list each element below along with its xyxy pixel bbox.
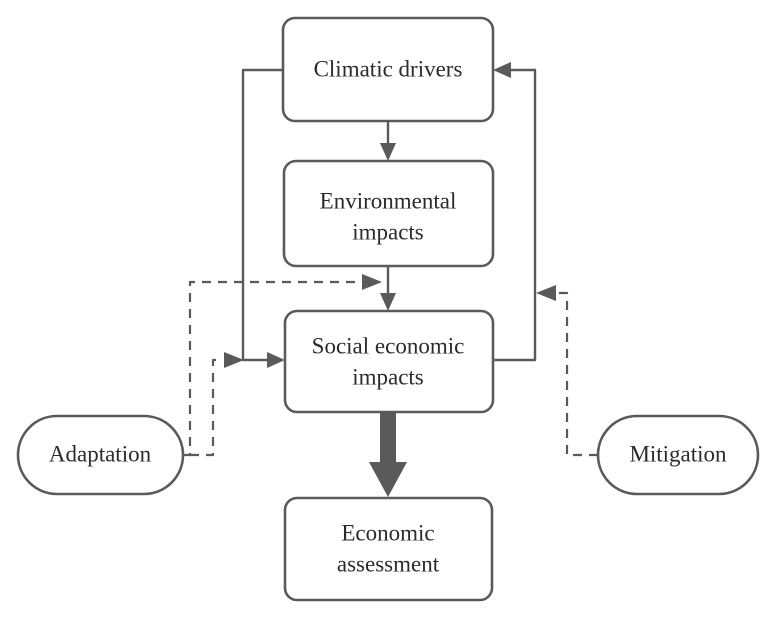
edge-line: [241, 68, 283, 362]
node-mitigation-label: Mitigation: [629, 441, 727, 466]
node-economic-assessment-label-line1: Economic: [341, 520, 434, 545]
edge-line: [190, 358, 222, 457]
node-environmental-impacts-shape[interactable]: [282, 159, 495, 268]
arrow-head-left-icon: [493, 62, 511, 78]
arrow-head-left-icon: [536, 285, 556, 301]
node-mitigation[interactable]: Mitigation: [596, 414, 760, 496]
node-adaptation-shape[interactable]: [16, 414, 185, 496]
arrow-head-down-icon: [380, 293, 396, 311]
edge-climatic-to-environmental: [380, 121, 396, 161]
edge-line: [183, 280, 360, 457]
node-social-economic-impacts-label-line2: impacts: [352, 364, 424, 389]
node-social-economic-impacts-shape[interactable]: [283, 309, 495, 414]
node-climatic-drivers-label: Climatic drivers: [314, 56, 463, 81]
node-environmental-impacts-label-line1: Environmental: [320, 188, 457, 213]
arrow-head-right-icon: [362, 274, 382, 290]
edge-social-to-climatic-right-feedback: [493, 62, 537, 362]
node-economic-assessment-shape[interactable]: [283, 496, 494, 602]
node-mitigation-shape[interactable]: [596, 414, 760, 496]
node-environmental-impacts[interactable]: Environmental impacts: [282, 159, 495, 268]
edge-climatic-to-social-left-bypass: [241, 68, 285, 368]
node-social-economic-impacts-label-line1: Social economic: [312, 333, 465, 358]
edge-line: [558, 291, 598, 457]
edge-mitigation-to-feedback-line: [536, 285, 598, 457]
arrow-head-right-icon: [224, 352, 244, 368]
node-economic-assessment-label-line2: assessment: [337, 551, 440, 576]
node-social-economic-impacts[interactable]: Social economic impacts: [283, 309, 495, 414]
node-economic-assessment[interactable]: Economic assessment: [283, 496, 494, 602]
node-climatic-drivers-shape[interactable]: [281, 16, 495, 123]
arrow-head-down-icon: [380, 143, 396, 161]
edge-adaptation-to-environmental-social-link: [183, 274, 382, 457]
edge-adaptation-to-social: [190, 352, 244, 457]
edge-social-to-economic-assessment: [369, 412, 407, 497]
arrow-head-right-icon: [267, 352, 285, 368]
edge-line: [493, 68, 537, 362]
node-climatic-drivers[interactable]: Climatic drivers: [281, 16, 495, 123]
edge-environmental-to-social: [380, 266, 396, 311]
node-adaptation[interactable]: Adaptation: [16, 414, 185, 496]
thick-arrow-down-icon: [369, 412, 407, 497]
node-environmental-impacts-label-line2: impacts: [352, 219, 424, 244]
node-adaptation-label: Adaptation: [49, 441, 152, 466]
